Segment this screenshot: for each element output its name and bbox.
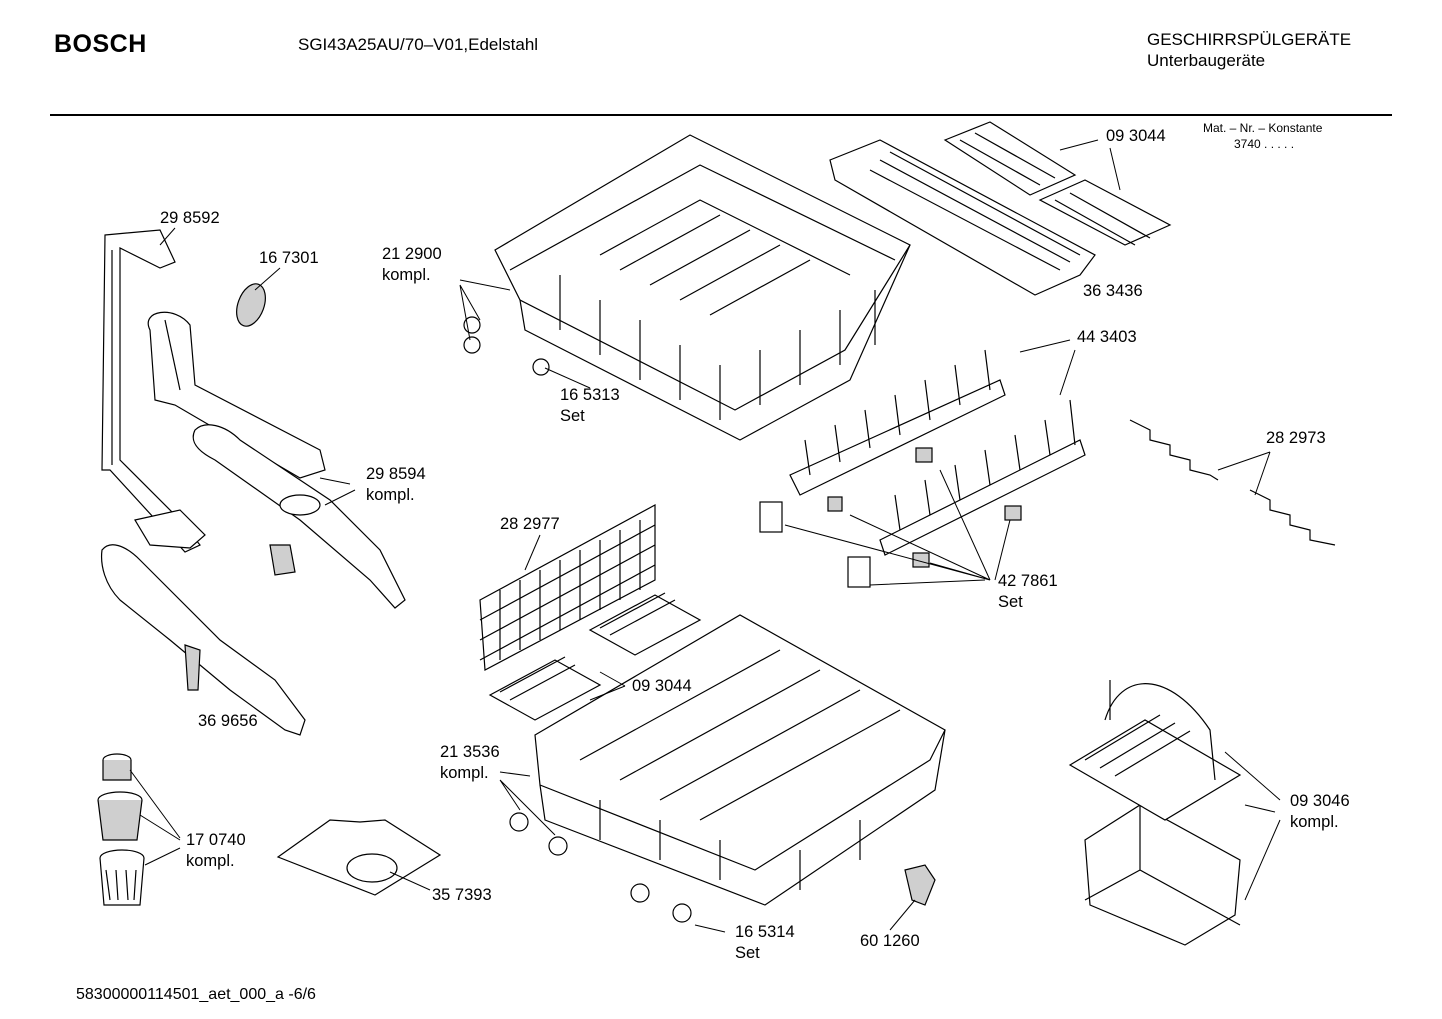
middle-spray-arm xyxy=(134,424,406,609)
part-label-298592: 29 8592 xyxy=(160,209,220,227)
part-label-601260: 60 1260 xyxy=(860,932,920,950)
small-filter-disc xyxy=(236,283,266,327)
category-subtitle: Unterbaugeräte xyxy=(1147,51,1266,70)
lower-tray-inserts xyxy=(488,592,702,721)
upper-nozzle-arm xyxy=(147,311,326,479)
part-label-363436: 36 3436 xyxy=(1083,282,1143,300)
header-divider xyxy=(50,114,1392,116)
document-id: 58300000114501_aet_000_a -6/6 xyxy=(76,986,316,1003)
brand-logo: BOSCH xyxy=(54,30,147,58)
mat-value: 3740 . . . . . xyxy=(1234,137,1295,151)
leader-lines xyxy=(129,139,1281,933)
lower-spray-arm xyxy=(100,544,306,736)
cutlery-tray xyxy=(829,121,1172,296)
part-label-282973: 28 2973 xyxy=(1266,429,1326,447)
mat-label: Mat. – Nr. – Konstante xyxy=(1203,121,1323,135)
stepped-racks xyxy=(1129,419,1336,546)
filter-set xyxy=(97,753,145,906)
model-title: SGI43A25AU/70–V01,Edelstahl xyxy=(298,35,539,54)
part-label-443403: 44 3403 xyxy=(1077,328,1137,346)
part-label-357393: 35 7393 xyxy=(432,886,492,904)
part-label-282977: 28 2977 xyxy=(500,515,560,533)
lower-basket xyxy=(509,614,946,923)
fold-down-grid xyxy=(479,503,656,671)
part-label-093044-lower: 09 3044 xyxy=(632,677,692,695)
folding-tine-rows xyxy=(789,349,1086,556)
small-clip-part xyxy=(904,864,936,906)
cutlery-basket xyxy=(1068,680,1242,946)
category-title: GESCHIRRSPÜLGERÄTE xyxy=(1147,30,1352,49)
clips-set xyxy=(759,447,1022,588)
part-label-167301: 16 7301 xyxy=(259,249,319,267)
part-label-093044-top: 09 3044 xyxy=(1106,127,1166,145)
upper-basket xyxy=(463,134,911,441)
part-label-369656: 36 9656 xyxy=(198,712,258,730)
